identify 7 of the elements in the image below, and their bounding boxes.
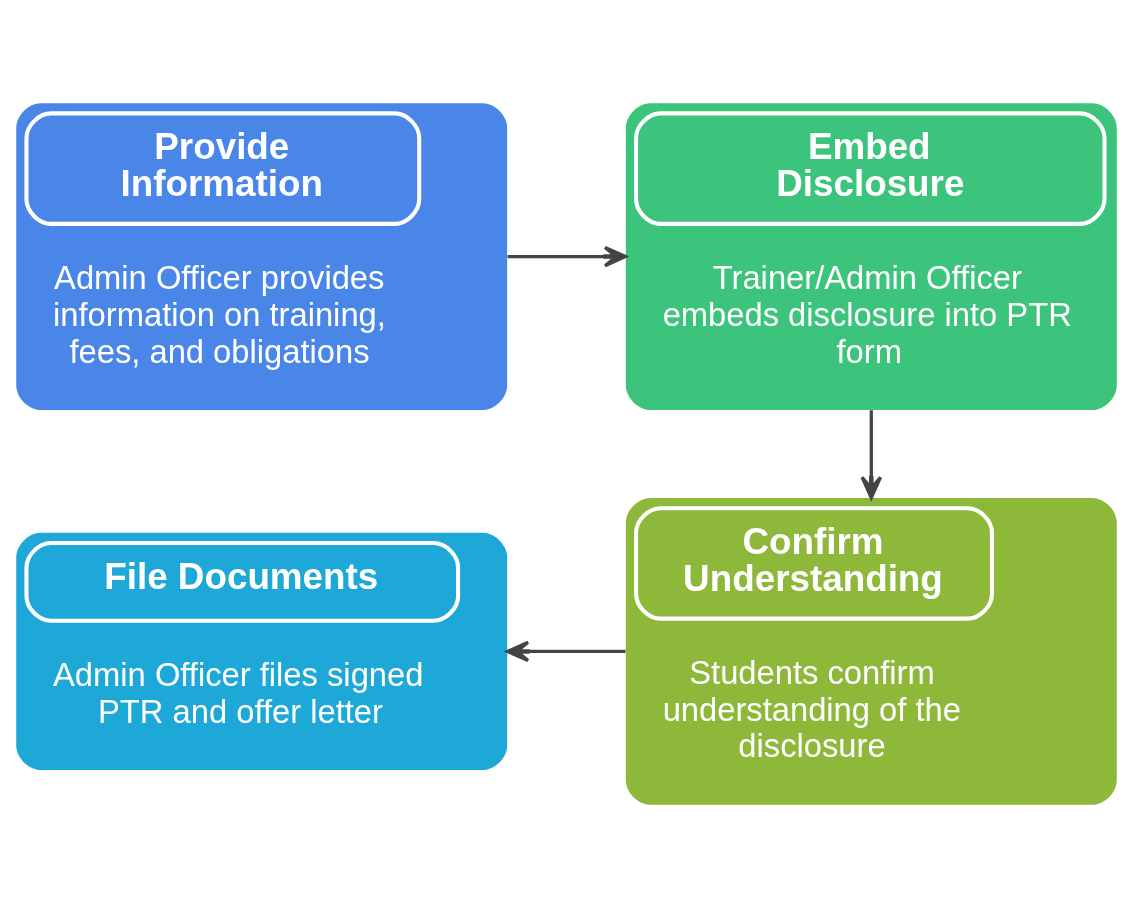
arrow [507, 245, 628, 267]
arrow [505, 640, 626, 662]
arrow [860, 409, 883, 499]
node-box: Provide Information Admin Officer provides information on training, fees, and obligations [16, 102, 508, 410]
node-box: Confirm Understanding Students confirm understanding of the disclosure [625, 497, 1117, 805]
node-box: File Documents Admin Officer files signed PTR and offer letter [16, 532, 508, 770]
node-box: Embed Disclosure Trainer/Admin Officer embeds disclosure into PTR form [625, 102, 1117, 410]
